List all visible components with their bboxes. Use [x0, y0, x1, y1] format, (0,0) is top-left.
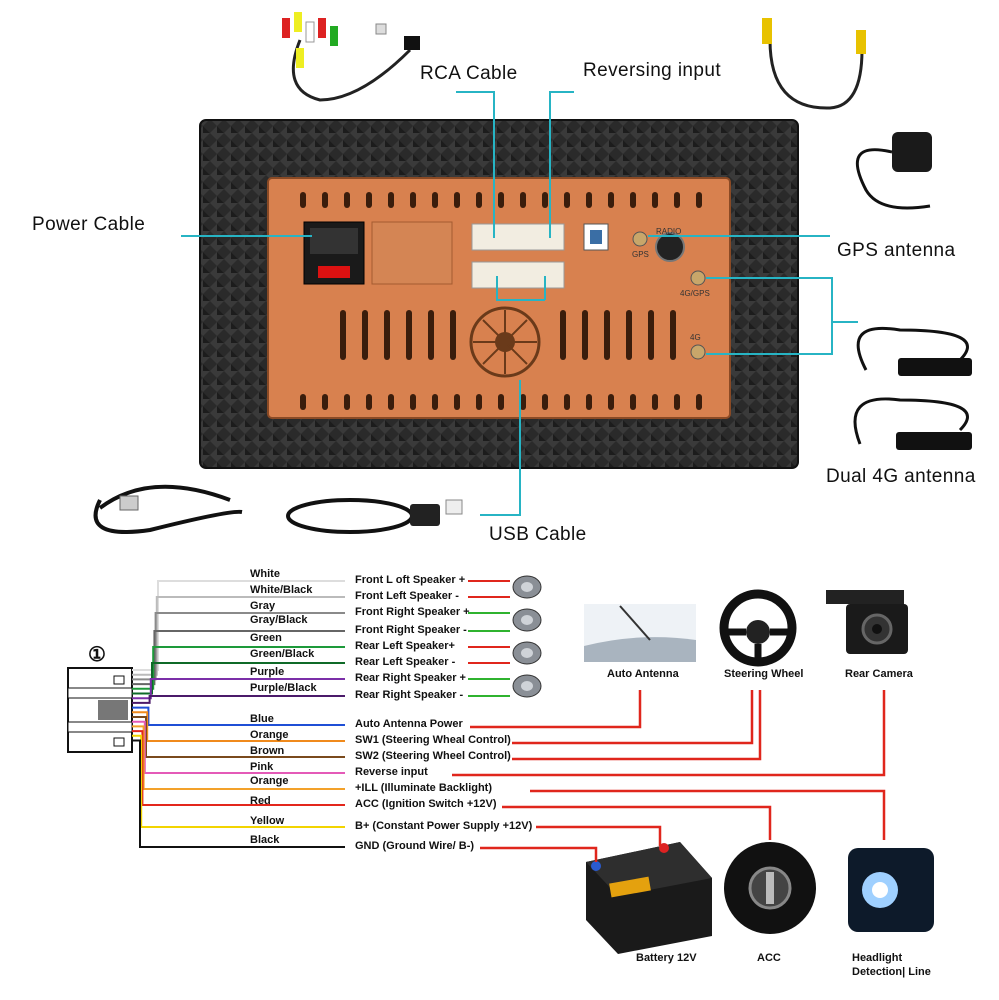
wire-1	[132, 596, 345, 676]
wire-color-label: Blue	[250, 713, 274, 725]
wire-function-label: B+ (Constant Power Supply +12V)	[355, 820, 533, 832]
callout-lines	[181, 91, 858, 516]
rca-cable-label: RCA Cable	[420, 63, 518, 84]
wire-color-label: Orange	[250, 775, 289, 787]
rca-cable-image	[282, 12, 420, 102]
wire-color-label: Yellow	[250, 815, 285, 827]
auto-antenna-label: Auto Antenna	[607, 668, 679, 680]
speaker-cone	[521, 615, 533, 625]
wire-function-label: ACC (Ignition Switch +12V)	[355, 798, 497, 810]
wire-13	[132, 730, 345, 806]
rear-camera-label: Rear Camera	[845, 668, 913, 680]
rca-connector	[471, 223, 565, 251]
acc-label: ACC	[757, 952, 781, 964]
harness-connector	[67, 667, 133, 753]
wire-15	[132, 739, 345, 848]
headlight-label-line2: Detection| Line	[852, 966, 931, 978]
steering-wheel-image	[719, 589, 797, 667]
4g-antenna-image-1	[856, 326, 972, 376]
speaker-cone	[521, 582, 533, 592]
4g-port	[690, 344, 706, 360]
speaker-cone	[521, 648, 533, 658]
radio-port	[655, 232, 685, 262]
gps-antenna-label: GPS antenna	[837, 240, 956, 261]
power-cable-image	[93, 484, 243, 534]
wire-function-label: Rear Left Speaker -	[355, 656, 456, 668]
wire-6	[132, 678, 345, 700]
wire-function-label: GND (Ground Wire/ B-)	[355, 840, 475, 852]
headlight-label-line1: Headlight	[852, 952, 903, 964]
gps-port	[632, 231, 648, 247]
rear-camera-image	[826, 590, 908, 654]
wire-function-label: SW2 (Steering Wheel Control)	[355, 750, 511, 762]
wire-8	[132, 706, 345, 726]
wire-function-label: Front L oft Speaker +	[355, 574, 466, 586]
wire-function-label: Auto Antenna Power	[355, 718, 463, 730]
usb-cable-label: USB Cable	[489, 524, 587, 545]
port-label-radio: RADIO	[656, 227, 681, 236]
wire-14	[132, 734, 345, 828]
wire-color-label: Orange	[250, 729, 289, 741]
wire-color-label: Gray/Black	[250, 614, 308, 626]
wire-function-label: SW1 (Steering Wheal Control)	[355, 734, 511, 746]
wire-color-label: Brown	[250, 745, 285, 757]
wire-color-label: Purple/Black	[250, 682, 317, 694]
battery-label: Battery 12V	[636, 952, 697, 964]
wire-function-label: Front Right Speaker +	[355, 606, 470, 618]
auto-antenna-image	[584, 604, 696, 662]
wire-9	[132, 711, 345, 742]
wire-10	[132, 716, 345, 758]
wire-function-label: Rear Left Speaker+	[355, 640, 455, 652]
reversing-cable-image	[762, 18, 866, 110]
dual-4g-antenna-label: Dual 4G antenna	[826, 466, 976, 487]
4g-gps-port	[690, 270, 706, 286]
wire-color-label: Pink	[250, 761, 274, 773]
wire-0	[132, 580, 345, 671]
4g-antenna-image-2	[853, 397, 972, 450]
wire-color-label: Red	[250, 795, 271, 807]
port-label-4g: 4G	[690, 333, 701, 342]
wire-color-label: White/Black	[250, 584, 313, 596]
wire-4	[132, 646, 345, 690]
wire-function-label: Rear Right Speaker +	[355, 672, 466, 684]
usb-cable-image	[286, 498, 463, 534]
wire-color-label: Gray	[250, 600, 276, 612]
gps-antenna-image	[855, 132, 932, 210]
battery-image	[586, 842, 712, 954]
wire-function-label: Rear Right Speaker -	[355, 689, 464, 701]
wire-function-label: +ILL (Illuminate Backlight)	[355, 782, 493, 794]
wire-function-label: Reverse input	[355, 766, 428, 778]
wire-color-label: Green	[250, 632, 282, 644]
wire-color-label: Black	[250, 834, 280, 846]
wire-3	[132, 630, 345, 686]
port-label-gps: GPS	[632, 250, 649, 259]
wire-12	[132, 725, 345, 790]
head-unit	[199, 119, 799, 469]
reversing-connector	[471, 261, 565, 289]
wire-function-label: Front Right Speaker -	[355, 624, 467, 636]
headlight-image	[848, 848, 934, 932]
wire-harness	[132, 575, 542, 848]
device-lines	[452, 690, 886, 862]
connector-number: ①	[88, 644, 106, 666]
wire-function-label: Front Left Speaker -	[355, 590, 459, 602]
wire-11	[132, 720, 345, 774]
acc-image	[724, 842, 816, 934]
wire-color-label: White	[250, 568, 280, 580]
speaker-cone	[521, 681, 533, 691]
vent-slots	[300, 192, 702, 410]
steering-wheel-label: Steering Wheel	[724, 668, 804, 680]
wire-color-label: Green/Black	[250, 648, 315, 660]
reversing-input-label: Reversing input	[583, 60, 722, 81]
power-cable-label: Power Cable	[32, 214, 146, 235]
wire-color-label: Purple	[250, 666, 285, 678]
wire-7	[132, 695, 345, 704]
port-label-4g-gps: 4G/GPS	[680, 289, 710, 298]
